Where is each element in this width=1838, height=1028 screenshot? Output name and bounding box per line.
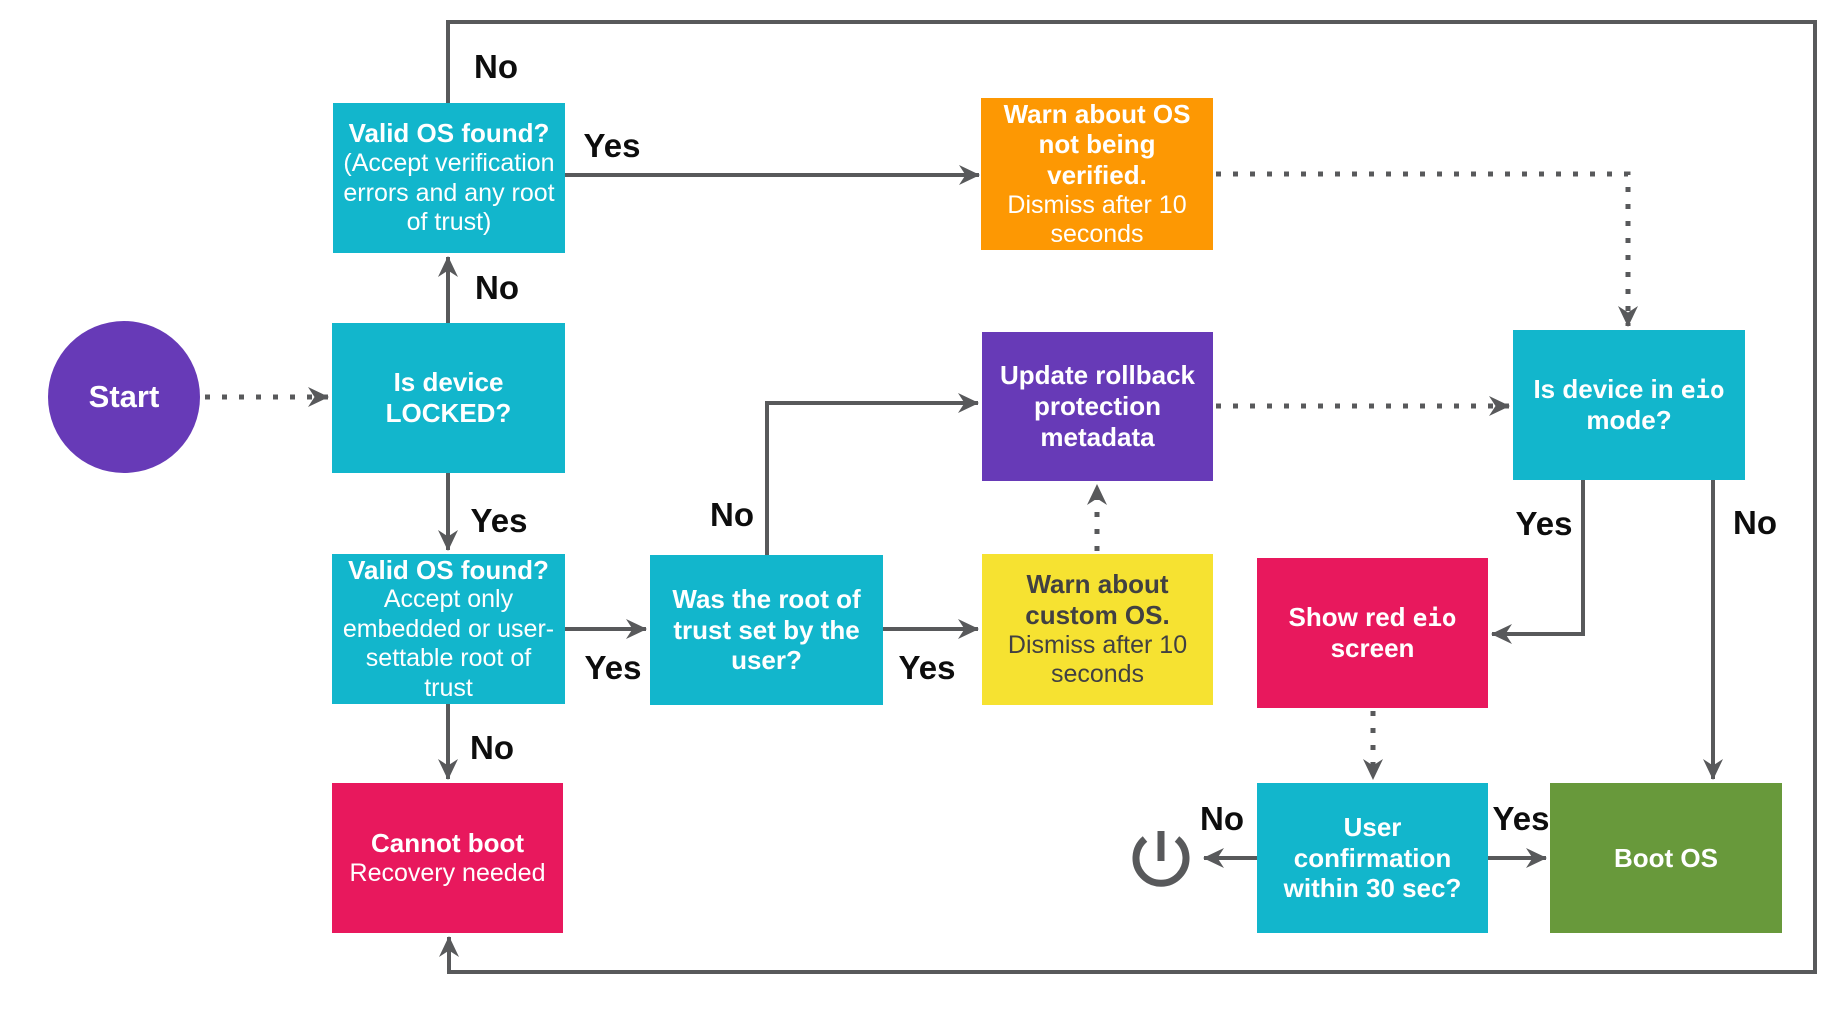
node-subtitle: Dismiss after 10 seconds <box>1007 190 1187 249</box>
node-title: Is device in eio mode? <box>1533 374 1725 435</box>
edge-label-locked-yes: Yes <box>470 502 528 539</box>
node-cannot-boot: Cannot boot Recovery needed <box>332 783 563 933</box>
edge-valid-any-no-loop-line <box>439 20 1817 974</box>
node-warn-custom-os: Warn about custom OS. Dismiss after 10 s… <box>982 554 1213 705</box>
node-boot-os: Boot OS <box>1550 783 1782 933</box>
node-show-red-eio-screen: Show red eio screen <box>1257 558 1488 708</box>
edge-label-root-no: No <box>710 496 754 533</box>
edge-label-valid-embedded-no: No <box>470 729 514 766</box>
edge-label-locked-no: No <box>475 269 519 306</box>
node-title: Show red eio screen <box>1288 602 1457 663</box>
node-title: Valid OS found? <box>348 118 550 149</box>
node-update-rollback-metadata: Update rollback protection metadata <box>982 332 1213 481</box>
node-start: Start <box>48 321 200 473</box>
node-title: Is device LOCKED? <box>385 367 512 428</box>
node-valid-os-embedded-root: Valid OS found? Accept only embedded or … <box>332 554 565 704</box>
power-off-icon <box>1132 831 1190 887</box>
node-subtitle: (Accept verification errors and any root… <box>343 149 555 237</box>
edge-label-confirm-no: No <box>1200 800 1244 837</box>
start-label: Start <box>88 379 160 414</box>
edge-label-root-yes: Yes <box>898 649 956 686</box>
node-subtitle: Accept only embedded or user-settable ro… <box>342 585 555 702</box>
node-root-of-trust-user: Was the root of trust set by the user? <box>650 555 883 705</box>
node-warn-os-not-verified: Warn about OS not being verified. Dismis… <box>981 98 1213 250</box>
node-title: Valid OS found? <box>348 554 549 585</box>
node-is-device-eio-mode: Is device in eio mode? <box>1513 330 1745 480</box>
node-is-device-locked: Is device LOCKED? <box>332 323 565 473</box>
edge-label-eio-no: No <box>1733 504 1777 541</box>
edge-label-eio-yes: Yes <box>1515 505 1573 542</box>
edge-eio-yes-line <box>1491 480 1585 644</box>
node-title: Warn about OS not being verified. <box>1003 98 1191 190</box>
edge-label-confirm-yes: Yes <box>1492 800 1550 837</box>
node-title: User confirmation within 30 sec? <box>1283 811 1462 904</box>
edge-warn-unverified-line <box>1216 171 1638 327</box>
edge-label-valid-any-no: No <box>474 48 518 85</box>
edge-root-no-line <box>765 393 979 555</box>
eio-code-text: eio <box>1412 604 1457 633</box>
node-valid-os-any-root: Valid OS found? (Accept verification err… <box>333 103 565 253</box>
node-subtitle: Recovery needed <box>349 858 546 887</box>
eio-code-text: eio <box>1680 376 1725 405</box>
node-title: Cannot boot <box>370 827 525 858</box>
node-subtitle: Dismiss after 10 seconds <box>1007 630 1188 689</box>
node-title: Was the root of trust set by the user? <box>672 583 861 676</box>
edge-label-valid-any-yes: Yes <box>583 127 641 164</box>
node-title: Update rollback protection metadata <box>999 360 1196 452</box>
node-title: Boot OS <box>1614 842 1718 873</box>
node-user-confirmation: User confirmation within 30 sec? <box>1257 783 1488 933</box>
edge-label-valid-embedded-yes: Yes <box>584 649 642 686</box>
node-title: Warn about custom OS. <box>1025 569 1170 630</box>
